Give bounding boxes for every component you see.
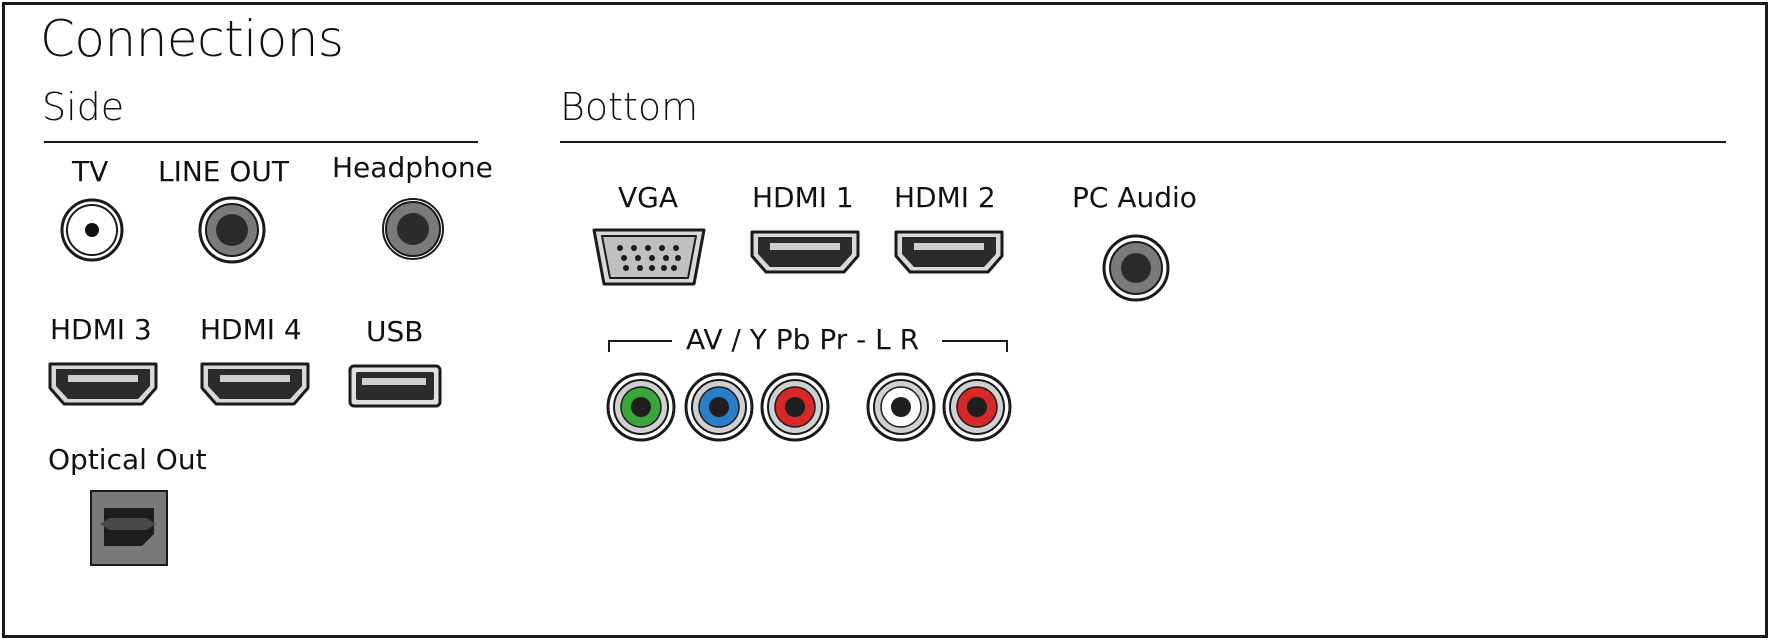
port-label-hdmi4: HDMI 4 [200, 313, 302, 346]
port-label-usb: USB [366, 315, 424, 348]
usb-port-icon [348, 364, 442, 408]
section-heading-bottom: Bottom [560, 85, 699, 129]
audio-jack-icon [382, 198, 444, 260]
coax-jack-icon [60, 198, 124, 262]
hdmi-port-icon [750, 230, 860, 274]
port-label-hdmi1: HDMI 1 [752, 181, 854, 214]
port-label-line-out: LINE OUT [158, 155, 290, 188]
vga-port-icon [592, 228, 706, 286]
audio-jack-icon [1102, 234, 1170, 302]
port-label-hdmi2: HDMI 2 [894, 181, 996, 214]
port-label-tv: TV [72, 155, 109, 188]
hdmi-port-icon [894, 230, 1004, 274]
rca-jack-icon-l [866, 372, 936, 442]
port-label-headphone: Headphone [332, 151, 493, 184]
port-label-pc-audio: PC Audio [1072, 181, 1197, 214]
hdmi-port-icon [200, 362, 310, 406]
port-label-vga: VGA [618, 181, 679, 214]
optical-port-icon [90, 490, 168, 566]
rca-jack-icon-pr [760, 372, 830, 442]
rca-jack-icon-y [606, 372, 676, 442]
section-heading-side: Side [42, 85, 125, 129]
audio-jack-icon [198, 196, 266, 264]
hdmi-port-icon [48, 362, 158, 406]
rca-jack-icon-r [942, 372, 1012, 442]
port-label-optical-out: Optical Out [48, 443, 207, 476]
side-divider [44, 141, 478, 143]
bottom-divider [560, 141, 1726, 143]
rca-jack-icon-pb [684, 372, 754, 442]
av-bracket-left [608, 340, 672, 352]
port-label-hdmi3: HDMI 3 [50, 313, 152, 346]
page-title: Connections [40, 10, 344, 68]
av-group-label: AV / Y Pb Pr - L R [686, 323, 920, 356]
av-bracket-right [942, 340, 1008, 352]
